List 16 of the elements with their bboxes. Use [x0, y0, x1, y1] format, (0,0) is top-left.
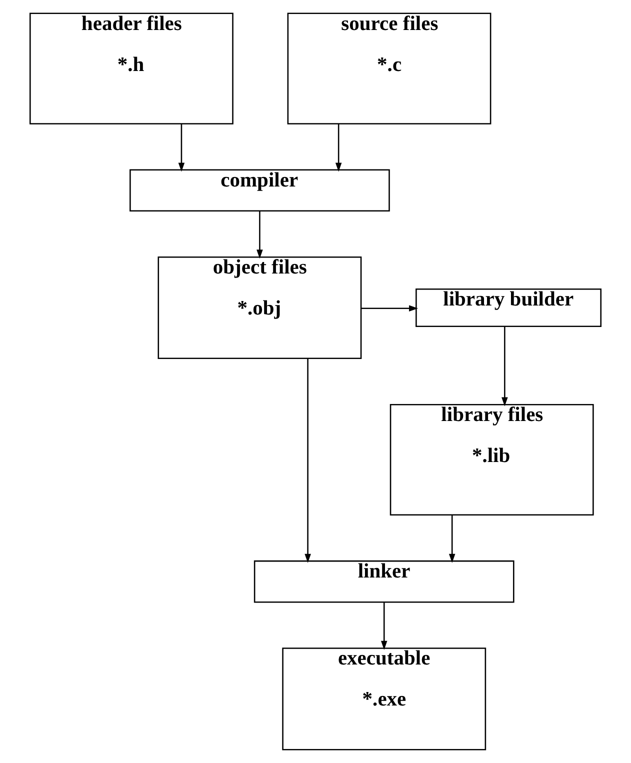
arrow	[502, 326, 508, 406]
node-box: compiler	[130, 169, 390, 212]
arrow	[178, 124, 185, 172]
node-box: executable *.exe	[282, 648, 486, 750]
node-box: linker	[254, 560, 514, 603]
node-box: object files *.obj	[158, 256, 362, 360]
node-box: header files *.h	[29, 12, 234, 124]
arrow	[304, 358, 311, 563]
arrow	[335, 124, 342, 172]
arrow	[448, 514, 456, 563]
node-box: source files *.c	[287, 12, 492, 124]
arrow	[380, 602, 388, 650]
node-box: library builder	[416, 288, 602, 327]
arrow	[361, 305, 418, 312]
node-box: library files *.lib	[390, 404, 594, 516]
arrow	[256, 211, 263, 259]
